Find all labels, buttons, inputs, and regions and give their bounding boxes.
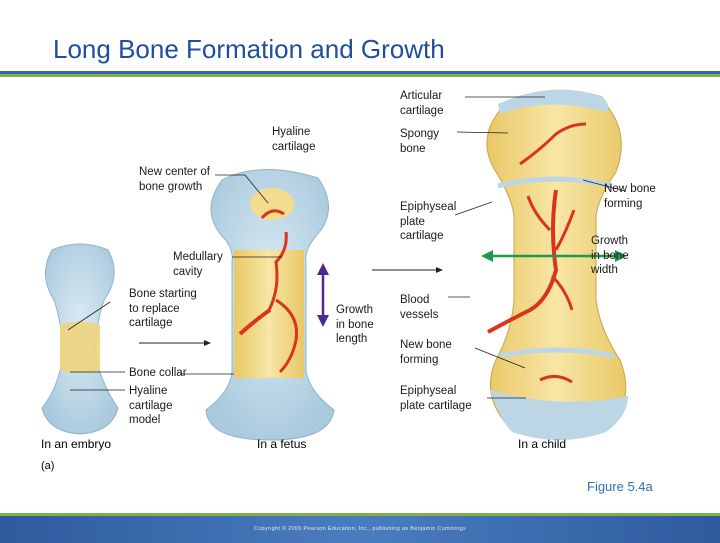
- label-epiphyseal-plate-cartilage: Epiphyseal plate cartilage: [400, 201, 457, 242]
- child-bone: [486, 89, 628, 440]
- caption-in-a-child: In a child: [518, 437, 567, 451]
- label-bone-starting-to-replace-cartilage: Bone starting to replace cartilage: [129, 288, 197, 329]
- label-growth-in-bone-width: Growth in bone width: [591, 235, 629, 276]
- label-new-bone-forming-bottom: New bone forming: [400, 339, 452, 366]
- page-title: Long Bone Formation and Growth: [53, 34, 445, 64]
- footer-bar: Copyright © 2009 Pearson Education, Inc.…: [0, 513, 720, 543]
- label-spongy-bone: Spongy bone: [400, 128, 440, 155]
- title-rule-green: [0, 74, 720, 77]
- label-blood-vessels: Blood vessels: [400, 294, 439, 321]
- label-medullary-cavity: Medullary cavity: [173, 251, 223, 278]
- growth-arrows: [139, 250, 627, 346]
- leader-lines: [67, 96, 626, 399]
- title-rule-blue: [0, 71, 720, 74]
- bone-growth-illustration: [41, 89, 628, 441]
- label-epiphyseal-plate-cartilage-bottom: Epiphyseal plate cartilage: [400, 385, 472, 412]
- panel-label: (a): [41, 460, 55, 472]
- label-hyaline-cartilage: Hyaline cartilage: [272, 126, 316, 153]
- embryo-bone: [41, 243, 119, 435]
- figure-number: Figure 5.4a: [587, 479, 653, 494]
- label-hyaline-cartilage-model: Hyaline cartilage model: [129, 385, 173, 426]
- copyright-text: Copyright © 2009 Pearson Education, Inc.…: [253, 526, 467, 532]
- label-bone-collar: Bone collar: [129, 367, 187, 379]
- label-new-bone-forming-top: New bone forming: [604, 183, 656, 210]
- caption-in-an-embryo: In an embryo: [41, 437, 112, 451]
- fetus-bone: [205, 168, 335, 441]
- label-new-center-of-bone-growth: New center of bone growth: [139, 166, 210, 193]
- label-growth-in-bone-length: Growth in bone length: [336, 304, 374, 345]
- label-articular-cartilage: Articular cartilage: [400, 90, 444, 117]
- caption-in-a-fetus: In a fetus: [257, 437, 307, 451]
